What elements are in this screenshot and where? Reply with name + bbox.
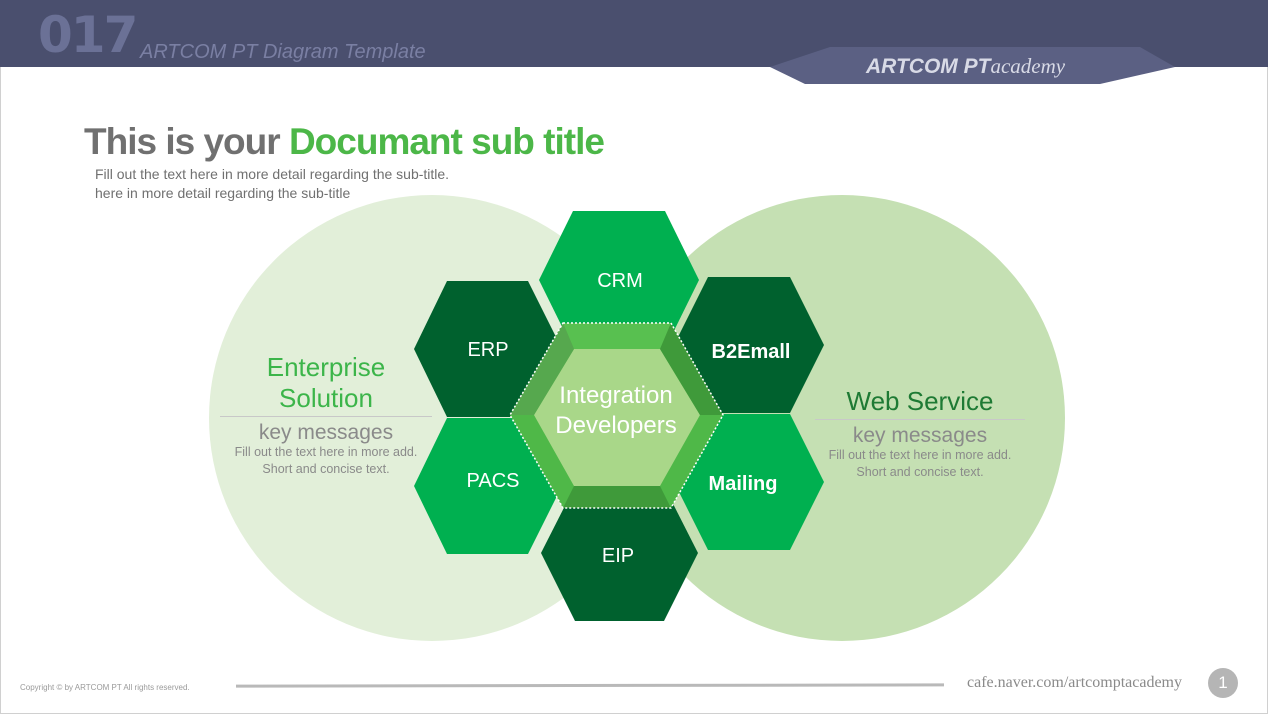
hexagon-mailing: Mailing xyxy=(674,414,824,550)
right-subtitle: key messages xyxy=(852,424,988,448)
hexagon-b2emall: B2Emall xyxy=(674,277,824,413)
left-desc-line-2: Short and concise text. xyxy=(262,461,390,476)
left-text-block: Enterprise Solution key messages Fill ou… xyxy=(220,352,432,477)
brand-tab xyxy=(770,47,1175,84)
hexagon-pacs: PACS xyxy=(414,418,562,554)
hexagon-mailing-label: Mailing xyxy=(709,473,778,495)
center-line-1: Integration xyxy=(559,382,672,409)
right-text-block: Web Service key messages Fill out the te… xyxy=(815,386,1025,480)
right-desc-line-2: Short and concise text. xyxy=(856,464,984,479)
left-subtitle: key messages xyxy=(258,421,394,445)
hexagon-eip-label: EIP xyxy=(602,545,634,567)
brand-bold: ARTCOM PT xyxy=(866,55,991,78)
hexagon-pacs-label: PACS xyxy=(467,470,520,492)
description-line-2: here in more detail regarding the sub-ti… xyxy=(95,185,351,201)
title-accent: Documant sub title xyxy=(288,121,605,162)
brand-logo: ARTCOM PTacademy xyxy=(866,54,1066,78)
brand-light: academy xyxy=(990,54,1066,78)
slide-number: 017 xyxy=(38,6,138,64)
left-title-line-1: Enterprise xyxy=(266,352,386,382)
footer-url-link[interactable]: cafe.naver.com/artcomptacademy xyxy=(967,674,1182,691)
right-desc-line-1: Fill out the text here in more add. xyxy=(828,448,1012,463)
hexagon-eip: EIP xyxy=(541,486,698,621)
left-title-line-2: Solution xyxy=(279,383,373,414)
center-hexagon: Integration Developers xyxy=(509,322,724,509)
hexagon-b2emall-label: B2Emall xyxy=(712,341,791,363)
title-plain: This is your xyxy=(84,121,289,162)
description-line-1: Fill out the text here in more detail re… xyxy=(95,166,450,182)
hexagon-crm-label: CRM xyxy=(597,270,643,292)
hexagon-erp-label: ERP xyxy=(467,339,508,361)
template-title: ARTCOM PT Diagram Template xyxy=(140,41,426,63)
footer-copyright: Copyright © by ARTCOM PT All rights rese… xyxy=(20,683,190,692)
hexagon-erp: ERP xyxy=(414,281,562,417)
center-line-2: Developers xyxy=(555,412,676,439)
hexagon-crm: CRM xyxy=(539,211,699,349)
right-rule xyxy=(815,419,1025,421)
left-rule xyxy=(220,416,432,418)
left-desc-line-1: Fill out the text here in more add. xyxy=(234,445,418,460)
left-circle xyxy=(209,195,655,641)
right-title-line-1: Web Service xyxy=(846,386,994,416)
page-number-badge: 1 xyxy=(1208,668,1238,698)
page-title: This is your Documant sub title xyxy=(84,120,605,164)
